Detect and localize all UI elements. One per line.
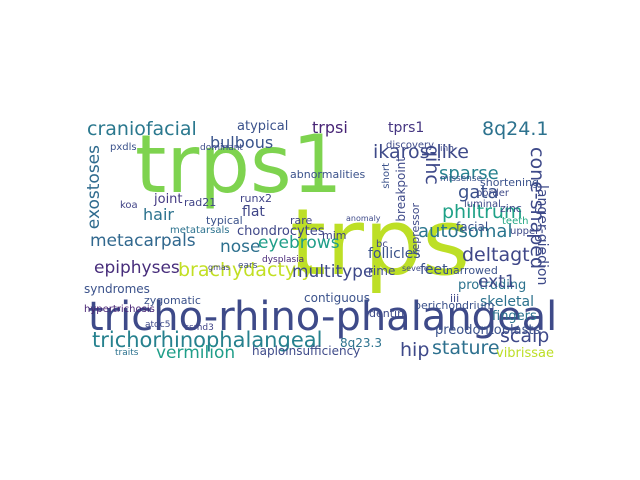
word-rare: rare [290,214,313,227]
word-flat: flat [242,204,265,220]
word-fingers: fingers [492,309,537,324]
word-sparse: sparse [439,163,499,184]
word-tprs1: tprs1 [388,120,425,136]
word-traits: traits [115,348,139,358]
word-8q23-3: 8q23.3 [340,336,382,350]
word-syndromes: syndromes [84,282,150,296]
word-hypertrichosis: hypertrichosis [84,304,155,315]
word-metacarpals: metacarpals [90,231,196,251]
word-eyebrows: eyebrows [258,233,340,253]
word-rime: rime [368,264,396,278]
word-metatarsals: metatarsals [170,225,230,236]
word-atdc5: atdc5 [145,320,171,330]
word-gata: gata [458,182,499,203]
word-gmas: gmas [208,263,230,272]
word-trps: trps [290,189,471,296]
word-langer-giedion: langer-giedion [534,185,550,286]
word-ikaros-like: ikaros-like [373,141,469,163]
word-zygomatic: zygomatic [144,294,201,307]
word-dysplasia: dysplasia [262,255,305,265]
word-border: border [476,188,510,199]
word-zinc: zinc [500,202,522,215]
word-trpsi: trpsi [312,118,348,137]
word-anomaly: anomaly [346,214,381,223]
word-upper: upper [510,226,540,237]
word-typical: typical [206,214,243,227]
word-mim: mim [322,229,347,242]
word-abnormalities: abnormalities [290,168,366,181]
word-trps1: trps1 [135,118,343,211]
word-nose: nose [220,237,261,257]
word-vibrissae: vibrissae [496,346,555,361]
word-teeth: teeth [502,216,529,227]
word-ears: ears [238,261,258,271]
word-facial: facial [456,220,489,234]
word-haploinsufficiency: haploinsufficiency [252,344,361,358]
word-multitype: multitype [292,262,374,282]
word-dominant: dominant [200,143,243,153]
word-deltagt: deltagt [462,244,530,266]
word-shortening: shortening [480,176,540,189]
word-contiguous: contiguous [304,291,371,305]
word-trichorhinophalangeal: trichorhinophalangeal [92,328,323,352]
word-qihc: qihc [421,145,443,185]
word-epiphyses: epiphyses [94,258,180,278]
word-exostoses: exostoses [84,145,104,230]
word-cloud: trps1 trps tricho-rhino-phalangeal trich… [80,117,560,362]
word-missense: missense [440,174,483,184]
word-short: short [381,163,392,189]
word-bc: bc [376,239,388,250]
word-hip: hip [400,339,430,361]
word-autosomal: autosomal [418,221,513,242]
word-feet: feet [420,262,448,278]
word-hair: hair [143,205,174,224]
word-stature: stature [432,337,500,359]
word-protruding: protruding [458,278,527,293]
word-inh: inh [440,144,454,154]
word-dentin: dentin [369,307,405,320]
word-breakpoint: breakpoint [394,157,408,222]
word-cone-shaped: cone-shaped [526,147,548,270]
word-severe: severe [402,264,429,273]
word-joint: joint [154,192,183,207]
word-craniofacial: craniofacial [87,118,197,140]
word-tricho-rhino-phalangeal: tricho-rhino-phalangeal [88,294,558,340]
word-luminal: luminal [464,199,501,210]
word-8q24-1: 8q24.1 [482,118,549,140]
word-perichondrium: perichondrium [414,299,495,312]
word-csmd3: csmd3 [184,323,214,333]
word-scalp: scalp [500,325,550,347]
word-atypical: atypical [237,119,289,134]
word-skeletal: skeletal [480,294,534,310]
word-vermilion: vermilion [156,343,236,362]
word-ext1: ext1 [478,272,516,292]
word-koa: koa [120,200,138,211]
word-chondrocytes: chondrocytes [237,224,325,239]
word-follicles: follicles [368,246,421,262]
word-narrowed: narrowed [446,264,498,277]
word-bulbous: bulbous [210,133,274,152]
word-brachydactyly: brachydactyly [178,259,313,281]
word-preodontoblasts: preodontoblasts [435,323,541,338]
word-philtrum: philtrum [442,201,523,223]
word-rad21: rad21 [184,196,217,209]
word-pxdls: pxdls [110,142,137,153]
word-iii: iii [450,292,460,305]
word-runx2: runx2 [240,192,272,205]
word-discovery: discovery [386,140,435,151]
